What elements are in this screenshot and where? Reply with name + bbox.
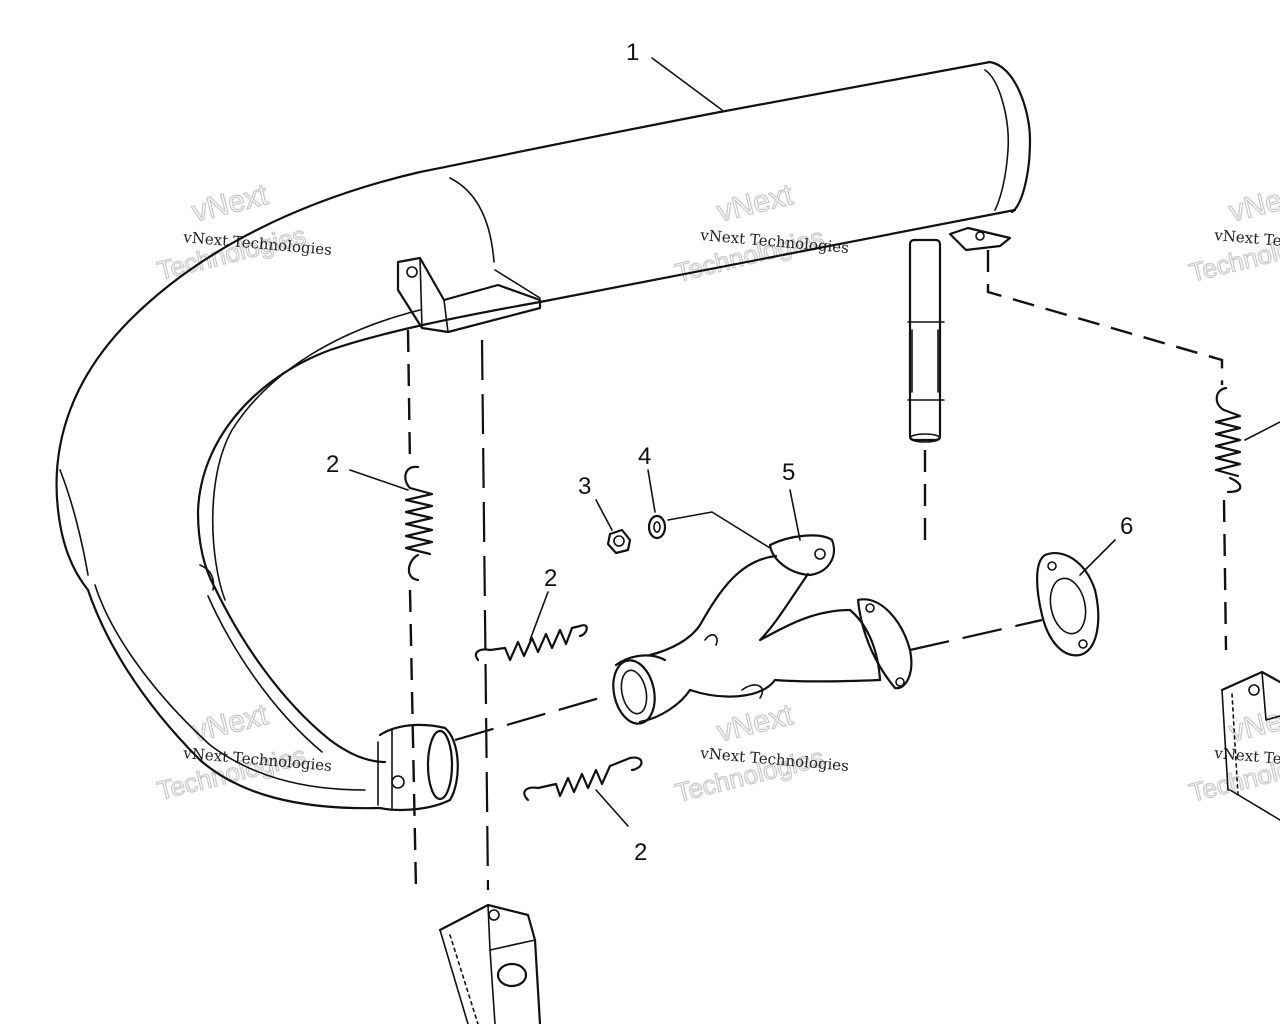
callout-2-middle: 2 (544, 565, 557, 592)
chassis-mount-bottom (438, 903, 542, 1024)
hanger-rod (907, 238, 945, 443)
callout-4: 4 (638, 443, 651, 470)
assembly-lines (406, 250, 1228, 891)
washer (647, 514, 667, 540)
watermark-brand: vNext (189, 178, 272, 229)
callout-3: 3 (578, 473, 591, 500)
callout-leaders (349, 57, 1116, 827)
watermark-4: vNext Technologies vNext Technologies (154, 697, 333, 806)
mounting-bracket-left (396, 256, 542, 334)
callout-2-bottom: 2 (634, 839, 647, 866)
gasket (1036, 552, 1100, 657)
spring-right (1214, 386, 1280, 494)
watermark-brand: vNext (714, 698, 797, 749)
watermark-brand: vNext (189, 698, 272, 749)
y-pipe (612, 534, 913, 725)
watermark-brand: vNext (714, 178, 797, 229)
callout-1: 1 (626, 39, 639, 66)
watermark-3: vNext Technologies vNext Technologies (1186, 177, 1280, 288)
chassis-mount-right (1220, 670, 1280, 821)
spring-left (404, 465, 434, 582)
watermark-5: vNext Technologies vNext Technologies (672, 697, 850, 808)
spring-bottom (523, 756, 643, 802)
callout-5: 5 (782, 459, 795, 486)
nut (606, 528, 632, 555)
watermark-brand: vNext (1226, 178, 1280, 229)
mounting-bracket-right (948, 226, 1012, 252)
callout-6: 6 (1120, 513, 1133, 540)
watermark-1: vNext Technologies vNext Technologies (154, 177, 333, 286)
muffler (55, 60, 1032, 812)
spring-middle (474, 624, 588, 662)
callout-2-left: 2 (326, 451, 339, 478)
